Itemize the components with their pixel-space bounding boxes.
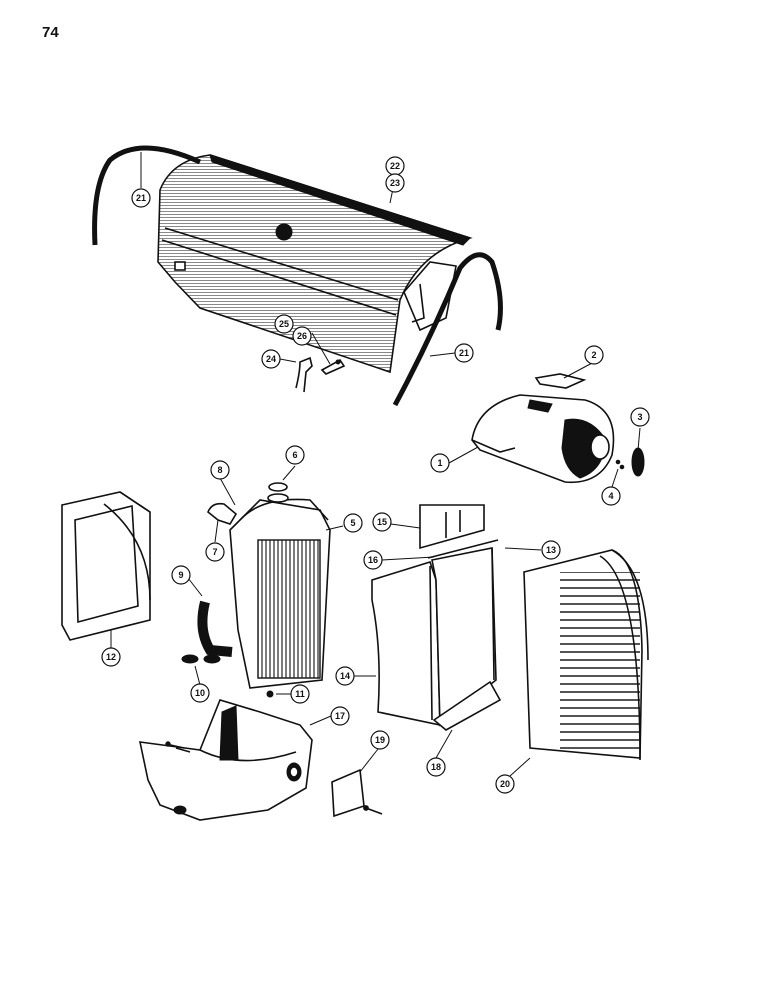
grille [523, 549, 649, 761]
svg-text:21: 21 [459, 348, 469, 358]
callout-15: 15 [372, 512, 392, 532]
svg-text:6: 6 [292, 450, 297, 460]
svg-text:25: 25 [279, 319, 289, 329]
front-support [138, 699, 313, 821]
svg-text:7: 7 [212, 547, 217, 557]
callout-11: 11 [290, 684, 310, 704]
callout-10: 10 [190, 683, 210, 703]
radiator [229, 493, 331, 689]
svg-text:11: 11 [295, 689, 305, 699]
callout-8: 8 [210, 460, 230, 480]
hood-strip-left [92, 145, 202, 246]
svg-text:14: 14 [340, 671, 350, 681]
tank-clips [615, 459, 625, 470]
callout-19: 19 [370, 730, 390, 750]
callout-9: 9 [171, 565, 191, 585]
svg-text:12: 12 [106, 652, 116, 662]
fan-shroud [61, 491, 151, 641]
svg-text:21: 21 [136, 193, 146, 203]
callout-5: 5 [343, 513, 363, 533]
svg-text:3: 3 [637, 412, 642, 422]
svg-text:13: 13 [546, 545, 556, 555]
svg-text:23: 23 [390, 178, 400, 188]
svg-text:26: 26 [297, 331, 307, 341]
svg-text:18: 18 [431, 762, 441, 772]
svg-text:15: 15 [377, 517, 387, 527]
callout-4: 4 [601, 486, 621, 506]
svg-text:17: 17 [335, 711, 345, 721]
upper-hose [207, 502, 238, 525]
callout-22: 22 [385, 156, 405, 176]
callout-21-left: 21 [131, 188, 151, 208]
leader-lines [110, 152, 641, 777]
hood [157, 154, 473, 374]
callout-17: 17 [330, 706, 350, 726]
svg-text:19: 19 [375, 735, 385, 745]
callout-24: 24 [261, 349, 281, 369]
callout-6: 6 [285, 445, 305, 465]
svg-text:22: 22 [390, 161, 400, 171]
callout-1: 1 [430, 453, 450, 473]
callout-14: 14 [335, 666, 355, 686]
svg-text:4: 4 [608, 491, 613, 501]
callout-18: 18 [426, 757, 446, 777]
svg-text:9: 9 [178, 570, 183, 580]
callout-2: 2 [584, 345, 604, 365]
mount-plate [331, 768, 383, 818]
svg-text:24: 24 [266, 354, 276, 364]
hose-clamps [181, 654, 221, 664]
svg-text:8: 8 [217, 465, 222, 475]
drain-cock [266, 690, 274, 698]
svg-text:1: 1 [437, 458, 442, 468]
callout-23: 23 [385, 173, 405, 193]
hood-strip-right [392, 252, 503, 407]
svg-text:16: 16 [368, 555, 378, 565]
svg-text:10: 10 [195, 688, 205, 698]
radiator-cap [268, 482, 288, 492]
callout-3: 3 [630, 407, 650, 427]
svg-text:2: 2 [591, 350, 596, 360]
fuel-tank [471, 394, 615, 484]
lower-hose [197, 600, 233, 657]
svg-text:5: 5 [350, 518, 355, 528]
callout-26: 26 [292, 326, 312, 346]
callout-12: 12 [101, 647, 121, 667]
callout-20: 20 [495, 774, 515, 794]
callout-25: 25 [274, 314, 294, 334]
tank-strap [534, 373, 587, 389]
callout-7: 7 [205, 542, 225, 562]
fuel-cap [631, 447, 645, 477]
callout-16: 16 [363, 550, 383, 570]
side-baffles [371, 504, 502, 731]
callout-21-right: 21 [454, 343, 474, 363]
hood-latch [295, 356, 346, 393]
page-number: 74 [42, 24, 59, 41]
svg-text:20: 20 [500, 779, 510, 789]
callout-13: 13 [541, 540, 561, 560]
